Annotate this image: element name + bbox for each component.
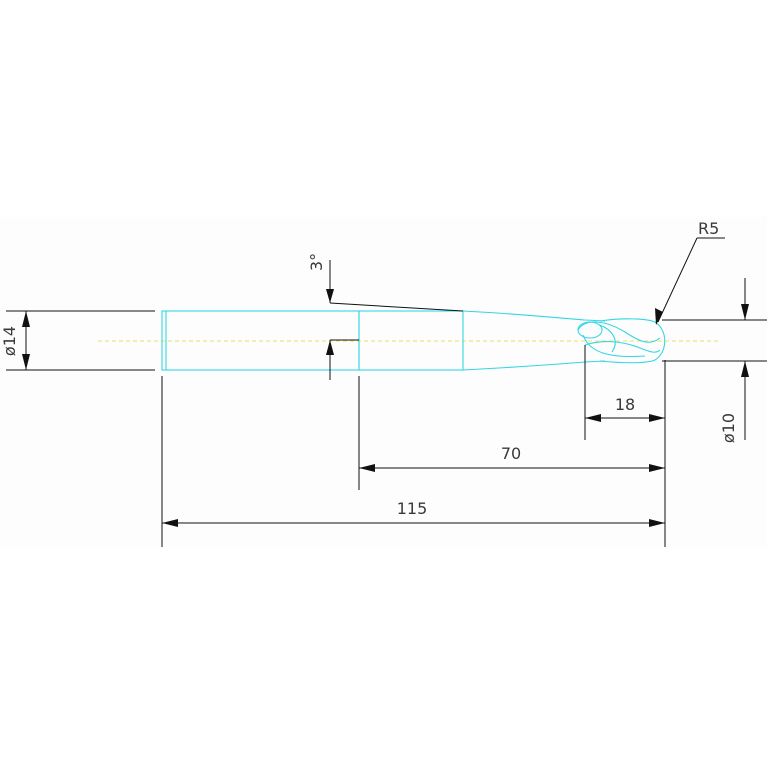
dim-arrow <box>655 308 663 325</box>
dim-label-taper-angle: 3° <box>307 253 326 271</box>
dim-label-tip-diameter: ø10 <box>719 413 738 443</box>
flute-curve-3 <box>582 334 646 358</box>
dim-arrow <box>649 464 665 472</box>
drawing-panel <box>0 217 767 547</box>
dim-label-ball-radius: R5 <box>698 219 719 238</box>
dim-arrow <box>741 361 749 377</box>
dim-arrow <box>162 519 178 527</box>
dim-arrow <box>649 414 665 422</box>
dim-arrow <box>741 304 749 320</box>
flute-curve-1 <box>577 321 661 343</box>
dim-label-overall-length: 115 <box>397 499 428 518</box>
dim-arrow <box>585 414 601 422</box>
dim-arrow <box>326 340 334 355</box>
tapered-section <box>462 310 606 371</box>
dim-arrow <box>649 519 665 527</box>
ball-nose-tip <box>599 318 666 364</box>
flute-eye <box>577 321 603 339</box>
dim-arrow <box>22 354 30 370</box>
dim-label-reach-length: 70 <box>501 444 521 463</box>
dim-arrow <box>22 311 30 327</box>
dimension-lines <box>6 237 767 547</box>
dim-label-shank-diameter: ø14 <box>0 326 19 356</box>
dim-label-flute-length: 18 <box>615 395 635 414</box>
flute-curve-2 <box>584 341 661 353</box>
flute-curve-4 <box>599 324 616 353</box>
dim-arrow <box>359 464 375 472</box>
dim-arrow <box>326 289 334 303</box>
